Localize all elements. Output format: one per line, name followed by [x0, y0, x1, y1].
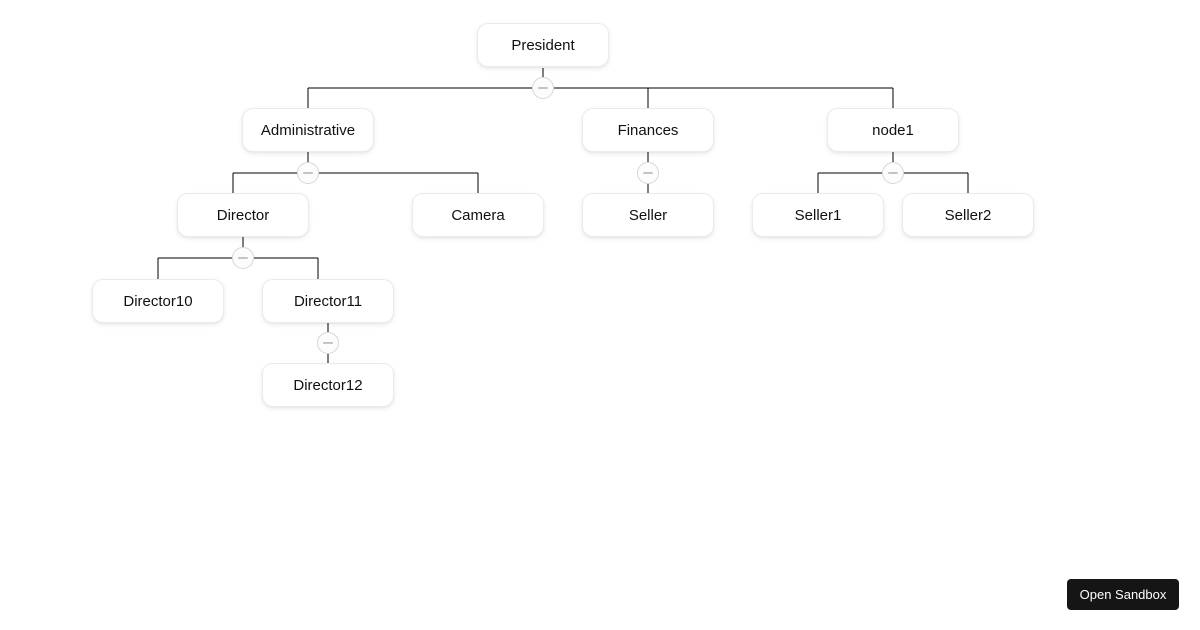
org-node-administrative[interactable]: Administrative [242, 108, 374, 152]
collapse-toggle-node1[interactable] [882, 162, 904, 184]
org-node-label: node1 [872, 121, 914, 139]
org-node-label: Director11 [293, 292, 363, 310]
org-node-label: Camera [451, 206, 505, 224]
org-node-label: Director10 [123, 292, 193, 310]
minus-icon [888, 172, 898, 174]
org-node-node1[interactable]: node1 [827, 108, 959, 152]
minus-icon [238, 257, 248, 259]
collapse-toggle-administrative[interactable] [297, 162, 319, 184]
org-node-seller1[interactable]: Seller1 [752, 193, 884, 237]
org-node-label: President [511, 36, 575, 54]
org-node-label: Seller [628, 206, 668, 224]
org-node-seller2[interactable]: Seller2 [902, 193, 1034, 237]
org-node-label: Seller1 [794, 206, 842, 224]
collapse-toggle-president[interactable] [532, 77, 554, 99]
org-node-camera[interactable]: Camera [412, 193, 544, 237]
collapse-toggle-director11[interactable] [317, 332, 339, 354]
org-node-director[interactable]: Director [177, 193, 309, 237]
org-node-director12[interactable]: Director12 [262, 363, 394, 407]
minus-icon [538, 87, 548, 89]
org-node-finances[interactable]: Finances [582, 108, 714, 152]
org-node-label: Finances [617, 121, 679, 139]
minus-icon [303, 172, 313, 174]
collapse-toggle-director[interactable] [232, 247, 254, 269]
collapse-toggle-finances[interactable] [637, 162, 659, 184]
org-node-label: Administrative [260, 121, 356, 139]
org-node-director10[interactable]: Director10 [92, 279, 224, 323]
org-node-label: Director12 [293, 376, 363, 394]
org-node-label: Seller2 [944, 206, 992, 224]
org-node-label: Director [216, 206, 270, 224]
org-node-president[interactable]: President [477, 23, 609, 67]
org-node-director11[interactable]: Director11 [262, 279, 394, 323]
minus-icon [323, 342, 333, 344]
minus-icon [643, 172, 653, 174]
org-node-seller[interactable]: Seller [582, 193, 714, 237]
open-sandbox-button[interactable]: Open Sandbox [1067, 579, 1179, 610]
